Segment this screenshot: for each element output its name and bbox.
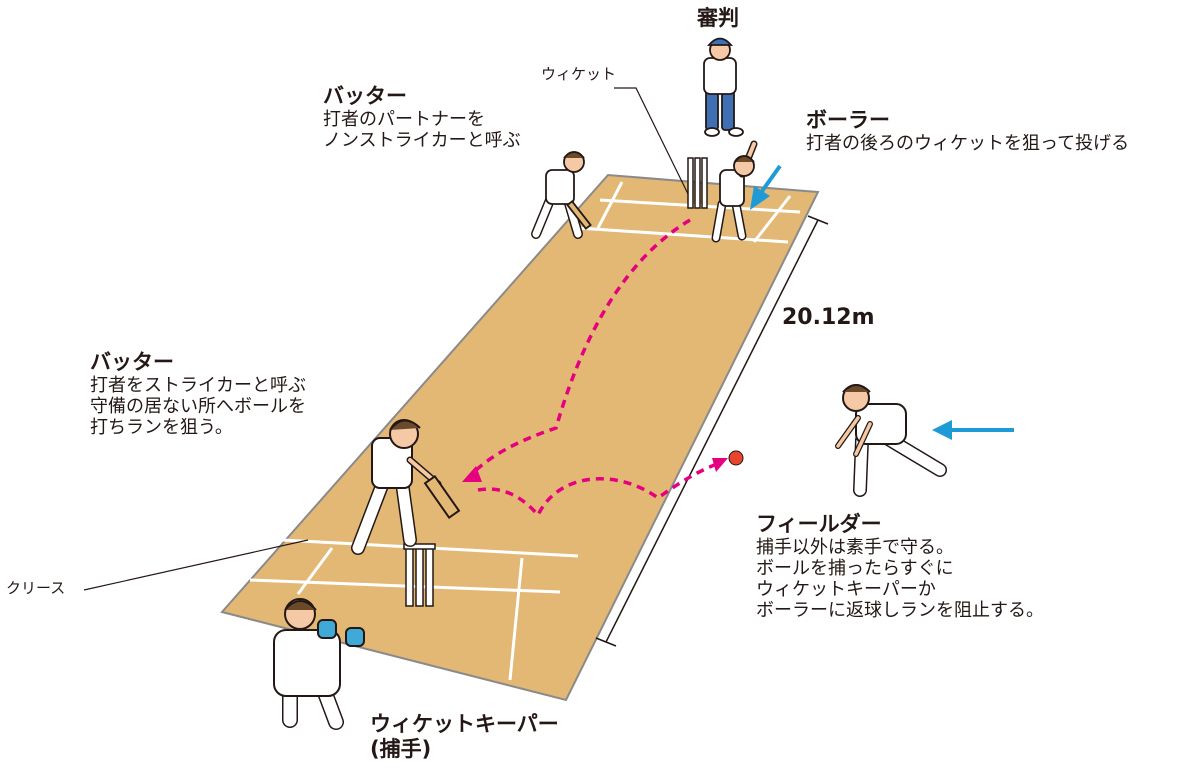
bowler-title: ボーラー [806, 108, 890, 132]
striker-desc-3: 打ちランを狙う。 [90, 417, 233, 439]
wicket-icon [687, 157, 708, 209]
ball-icon [728, 450, 744, 466]
crease-label: クリース [6, 579, 66, 597]
striker-title: バッター [90, 350, 174, 374]
leader-lines [83, 87, 691, 591]
keeper-title-2: (捕手) [370, 736, 432, 761]
wicket-label: ウィケット [541, 65, 617, 83]
bowler-figure [711, 140, 758, 243]
batter-nonstriker-figure [531, 151, 592, 239]
batter-wicket-icon [403, 543, 436, 607]
nonstriker-label-group: バッター 打者のパートナーを ノンストライカーと呼ぶ [323, 84, 521, 151]
bowler-label-group: ボーラー 打者の後ろのウィケットを狙って投げる [806, 108, 1129, 154]
umpire-title: 審判 [697, 6, 739, 30]
fielder-desc-1: 捕手以外は素手で守る。 [756, 536, 954, 558]
fielder-title: フィールダー [756, 512, 882, 536]
fielder-arrow-icon [932, 420, 1014, 440]
pitch [220, 173, 820, 702]
arrow-icon [750, 164, 782, 210]
nonstriker-title: バッター [323, 84, 407, 108]
striker-label-group: バッター 打者をストライカーと呼ぶ 守備の居ない所へボールを 打ちランを狙う。 [90, 350, 306, 438]
fielder-desc-4: ボーラーに返球しランを阻止する。 [756, 600, 1044, 622]
fielder-desc-2: ボールを捕ったらすぐに [756, 558, 954, 579]
umpire-figure [703, 37, 744, 137]
nonstriker-desc-2: ノンストライカーと呼ぶ [323, 130, 521, 151]
trajectory-arrowhead-1 [462, 466, 482, 482]
nonstriker-desc-1: 打者のパートナーを [323, 108, 485, 130]
distance-marker [595, 215, 829, 647]
fielder-figure [835, 384, 947, 497]
keeper-label-group: ウィケットキーパー (捕手) [370, 712, 559, 762]
striker-desc-2: 守備の居ない所へボールを [90, 396, 306, 417]
striker-desc-1: 打者をストライカーと呼ぶ [90, 374, 306, 396]
bowler-desc: 打者の後ろのウィケットを狙って投げる [806, 132, 1130, 154]
wicket-keeper-figure [273, 598, 365, 730]
ball-trajectory [468, 218, 723, 519]
trajectory-arrowhead-2 [712, 458, 728, 472]
fielder-desc-3: ウィケットキーパーか [756, 579, 936, 601]
keeper-title: ウィケットキーパー [370, 712, 559, 736]
batter-striker-figure [351, 419, 461, 555]
distance-label: 20.12m [782, 305, 875, 330]
fielder-label-group: フィールダー 捕手以外は素手で守る。 ボールを捕ったらすぐに ウィケットキーパー… [756, 512, 1044, 622]
